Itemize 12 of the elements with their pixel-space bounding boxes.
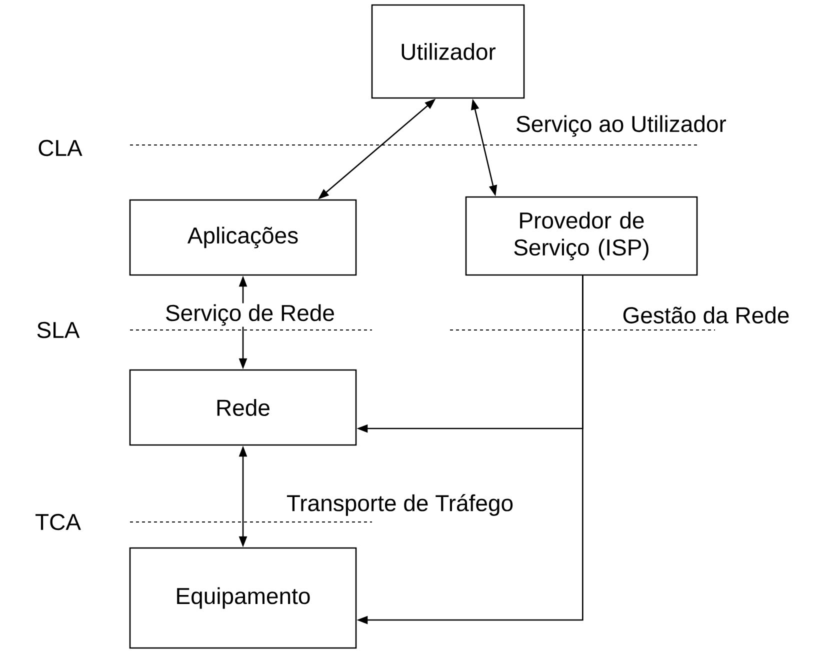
process-box: Utilizador — [371, 4, 525, 99]
layer-label: Serviço ao Utilizador — [514, 114, 728, 138]
process-box: Provedor de Serviço (ISP) — [465, 196, 698, 276]
layer-label: CLA — [36, 138, 84, 158]
layer-label: Serviço de Rede — [164, 303, 336, 327]
layer-label: Transporte de Tráfego — [285, 493, 515, 517]
process-box: Equipamento — [129, 547, 357, 649]
process-box: Aplicações — [129, 199, 357, 276]
process-box: Rede — [129, 369, 357, 446]
layer-label: Gestão da Rede — [621, 306, 791, 324]
layer-label: SLA — [35, 320, 81, 340]
layer-label: TCA — [34, 512, 82, 532]
